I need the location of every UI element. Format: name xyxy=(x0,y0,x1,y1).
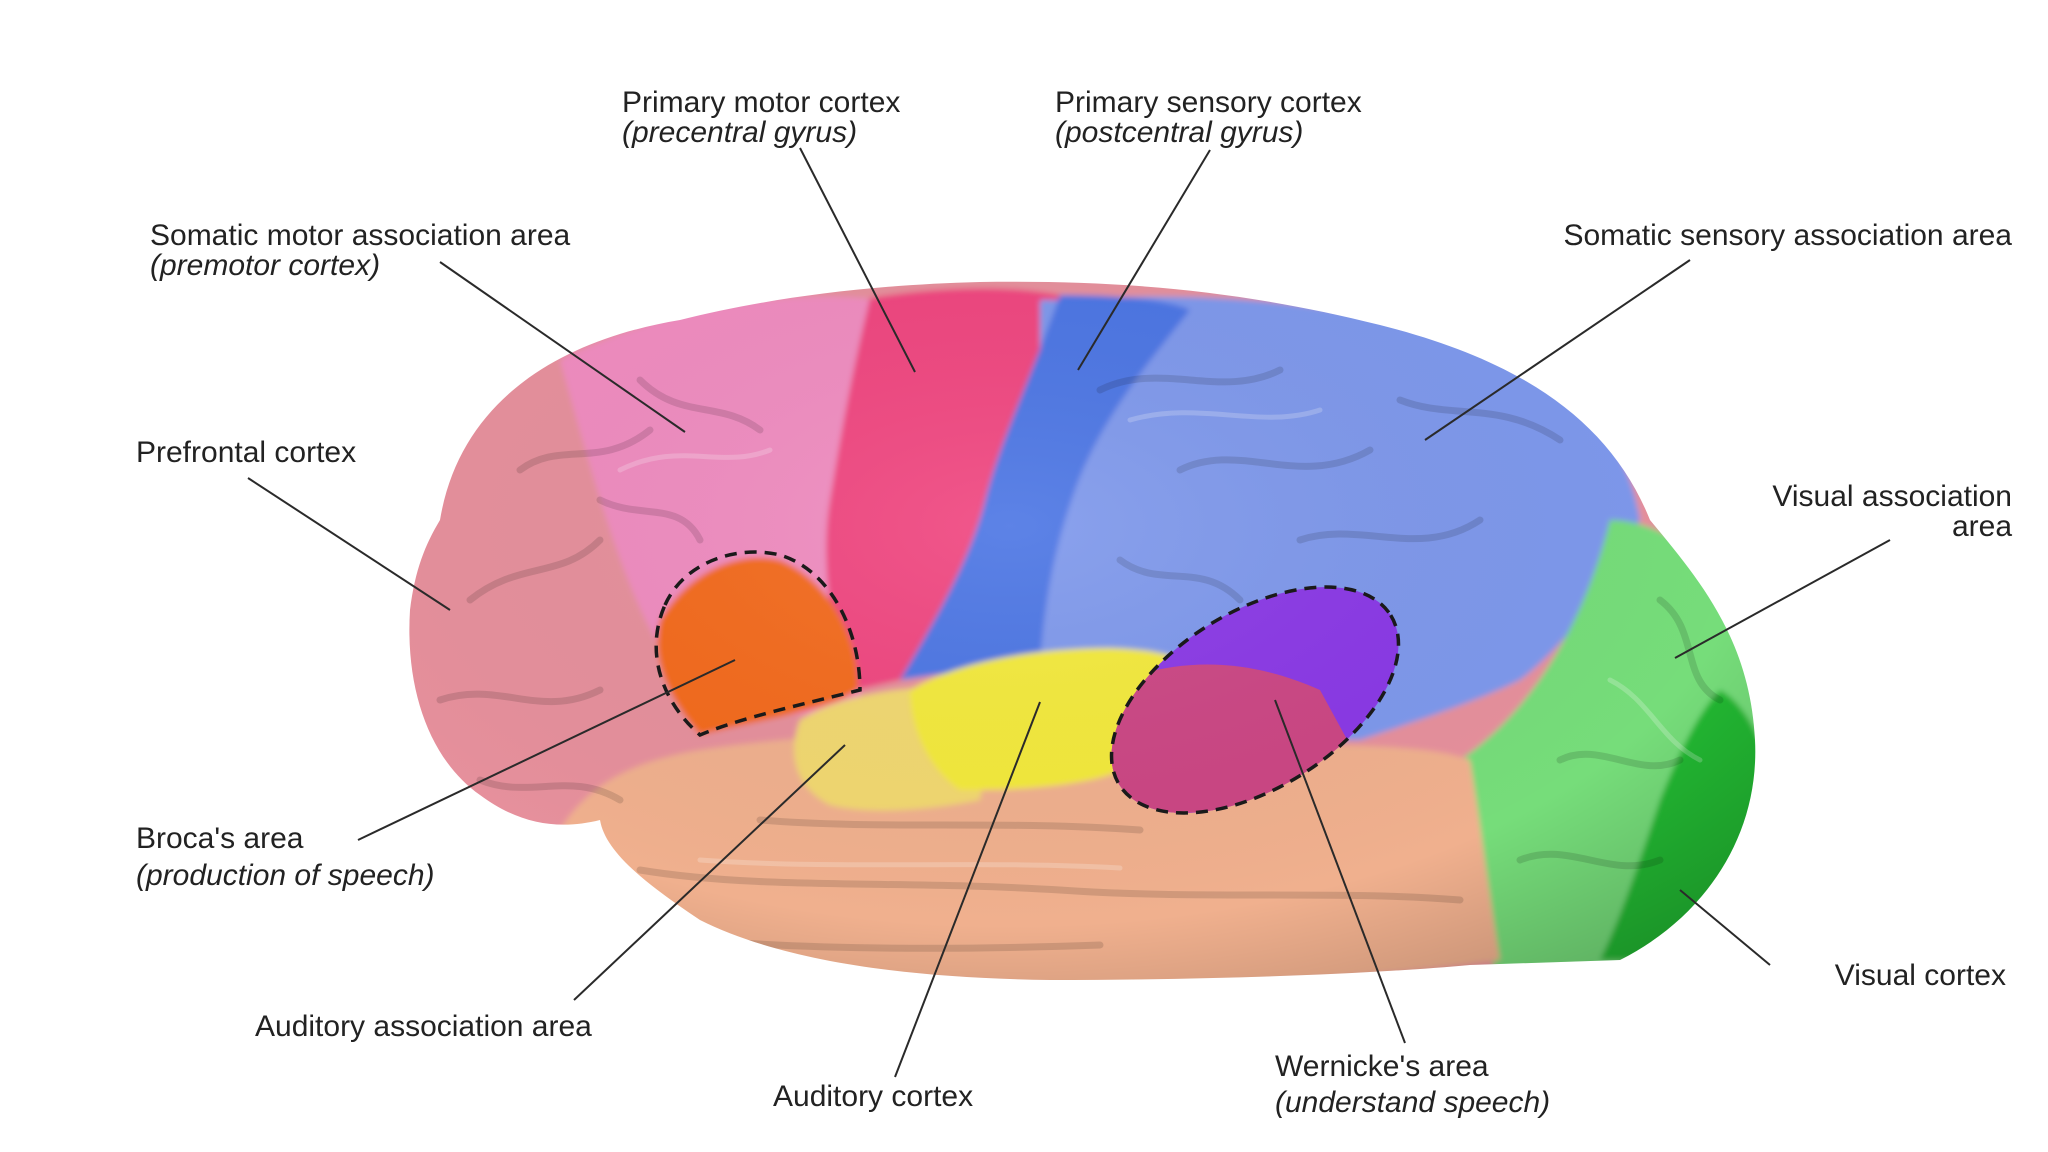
label-visual-assoc-line1: Visual association xyxy=(1772,480,2012,513)
leader-prefrontal xyxy=(247,477,451,611)
label-wernicke-title: Wernicke's area xyxy=(1275,1050,1489,1083)
leader-visual xyxy=(1679,889,1771,966)
label-broca-sub: (production of speech) xyxy=(136,859,435,892)
label-prefrontal-title: Prefrontal cortex xyxy=(136,436,356,469)
leader-auditory xyxy=(894,701,1041,1078)
leader-somatic-motor xyxy=(439,261,686,433)
label-somatic-motor-title: Somatic motor association area xyxy=(150,219,571,252)
leader-primary-sensory xyxy=(1077,149,1211,371)
label-broca-title: Broca's area xyxy=(136,822,304,855)
label-primary-sensory-title: Primary sensory cortex xyxy=(1055,86,1362,119)
label-wernicke-sub: (understand speech) xyxy=(1275,1086,1550,1119)
label-somatic-motor-sub: (premotor cortex) xyxy=(150,249,380,282)
wernicke-dashed-outline xyxy=(1109,585,1401,815)
label-auditory-assoc-title: Auditory association area xyxy=(255,1010,592,1043)
label-auditory-title: Auditory cortex xyxy=(773,1080,973,1113)
leader-wernicke xyxy=(1274,699,1406,1044)
label-visual-title: Visual cortex xyxy=(1835,959,2006,992)
label-somatic-sensory-title: Somatic sensory association area xyxy=(1563,219,2012,252)
label-primary-motor-sub: (precentral gyrus) xyxy=(622,116,857,149)
leader-somatic-sensory xyxy=(1424,259,1691,441)
broca-dashed-outline xyxy=(654,550,862,738)
label-primary-sensory-sub: (postcentral gyrus) xyxy=(1055,116,1303,149)
label-visual-assoc-line2: area xyxy=(1952,510,2012,543)
leader-lines xyxy=(247,147,1891,1078)
leader-broca xyxy=(357,659,736,841)
leader-primary-motor xyxy=(799,147,916,373)
leader-visual-assoc xyxy=(1674,539,1891,659)
label-primary-motor-title: Primary motor cortex xyxy=(622,86,900,119)
labels: Primary motor cortex (precentral gyrus) … xyxy=(136,86,2012,1119)
brain-lateral-view xyxy=(409,281,1756,980)
leader-auditory-assoc xyxy=(573,744,846,1001)
